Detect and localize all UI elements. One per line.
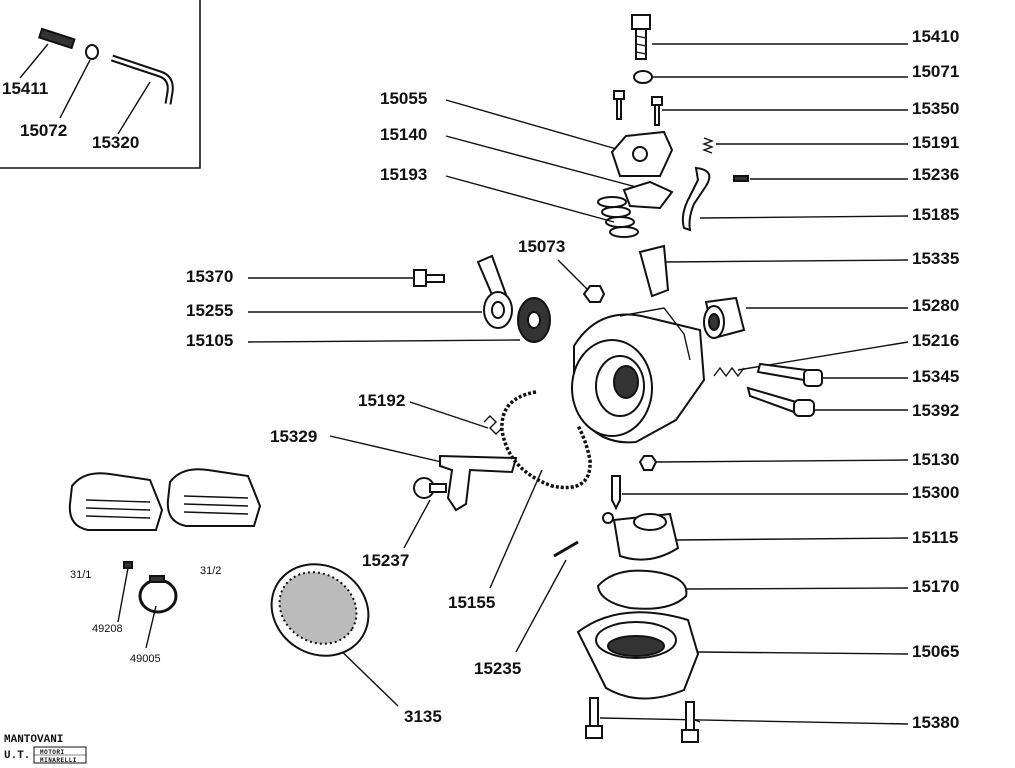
svg-text:MINARELLI: MINARELLI	[40, 757, 77, 764]
float-15335	[638, 244, 670, 298]
bushing-15280	[703, 296, 746, 340]
bolt-15237	[413, 477, 447, 499]
label-15105: 15105	[186, 331, 233, 350]
screws-15350	[613, 90, 663, 126]
label-15255: 15255	[186, 301, 233, 320]
jet-15130	[638, 455, 658, 471]
svg-text:MOTORI: MOTORI	[40, 749, 65, 756]
label-49005: 49005	[130, 653, 161, 665]
label-49208: 49208	[92, 623, 123, 635]
label-15380: 15380	[912, 713, 959, 732]
label-15192: 15192	[358, 391, 405, 410]
label-15345: 15345	[912, 367, 959, 386]
bolts-15380	[585, 697, 699, 743]
screw-15411	[38, 27, 76, 50]
label-15370: 15370	[186, 267, 233, 286]
small-labels: 31/1 31/2 49208 49005	[70, 565, 221, 665]
minarelli-logo: MOTORI MINARELLI	[33, 746, 87, 764]
label-15335: 15335	[912, 249, 959, 268]
filter-3135	[270, 563, 370, 657]
label-15280: 15280	[912, 296, 959, 315]
screw-15392	[746, 386, 815, 417]
label-15216: 15216	[912, 331, 959, 350]
label-15055: 15055	[380, 89, 427, 108]
nut-15073	[582, 285, 606, 303]
carburetor-body	[571, 307, 706, 444]
clamp-49005	[138, 578, 178, 614]
brand-line-1: MANTOVANI	[4, 734, 63, 746]
screw-49208	[123, 561, 133, 569]
label-15073: 15073	[518, 237, 565, 256]
lever-15255	[476, 254, 513, 329]
label-15140: 15140	[380, 125, 427, 144]
label-15193: 15193	[380, 165, 427, 184]
lever-15185	[681, 166, 711, 232]
left-leaders	[117, 99, 641, 707]
bracket-15329	[439, 454, 518, 512]
label-15411: 15411	[2, 79, 48, 98]
label-3135: 3135	[404, 707, 442, 726]
label-15155: 15155	[448, 593, 495, 612]
pin-15235	[553, 540, 579, 558]
bowl-15065	[576, 611, 700, 700]
screw-15345	[756, 362, 823, 387]
screw-15370	[413, 269, 445, 287]
label-15237: 15237	[362, 551, 409, 570]
label-15130: 15130	[912, 450, 959, 469]
gasket-15140	[622, 180, 674, 210]
label-15170: 15170	[912, 577, 959, 596]
label-15072: 15072	[20, 121, 67, 140]
washer-15072	[85, 44, 99, 60]
bolt-15410	[631, 14, 651, 60]
label-15320: 15320	[92, 133, 139, 152]
right-leaders	[599, 43, 909, 725]
spring-15191	[702, 137, 714, 154]
nut-15071	[633, 70, 653, 84]
disc-15105	[517, 297, 551, 343]
right-callouts: 15410 15071 15350 15191 15236 15185 1533…	[912, 27, 959, 732]
left-callouts: 15055 15140 15193 15073 15370 15255 1510…	[186, 89, 565, 726]
filter-box-31-1	[68, 472, 164, 531]
label-15235: 15235	[474, 659, 521, 678]
spring-15192	[483, 415, 503, 435]
housing-15115	[602, 512, 680, 561]
brand-line-2: U.T.	[4, 750, 30, 762]
inset-box	[0, 0, 201, 169]
inset-labels: 15411 15072 15320	[2, 79, 139, 152]
label-15300: 15300	[912, 483, 959, 502]
pin-15236	[733, 175, 749, 182]
label-15236: 15236	[912, 165, 959, 184]
label-15350: 15350	[912, 99, 959, 118]
label-15115: 15115	[912, 528, 958, 547]
filter-box-31-2	[166, 468, 262, 527]
label-15071: 15071	[912, 62, 959, 81]
label-15392: 15392	[912, 401, 959, 420]
clip-15155	[500, 390, 592, 490]
spring-15193	[597, 196, 639, 238]
brand-block: MANTOVANI U.T. MOTORI MINARELLI	[4, 734, 87, 764]
label-15185: 15185	[912, 205, 959, 224]
label-15329: 15329	[270, 427, 317, 446]
gasket-15170	[596, 569, 688, 610]
label-31-2: 31/2	[200, 565, 221, 577]
label-15191: 15191	[912, 133, 959, 152]
label-15410: 15410	[912, 27, 959, 46]
label-31-1: 31/1	[70, 569, 91, 581]
needle-15300	[611, 475, 621, 511]
spring-15216	[713, 366, 745, 378]
label-15065: 15065	[912, 642, 959, 661]
